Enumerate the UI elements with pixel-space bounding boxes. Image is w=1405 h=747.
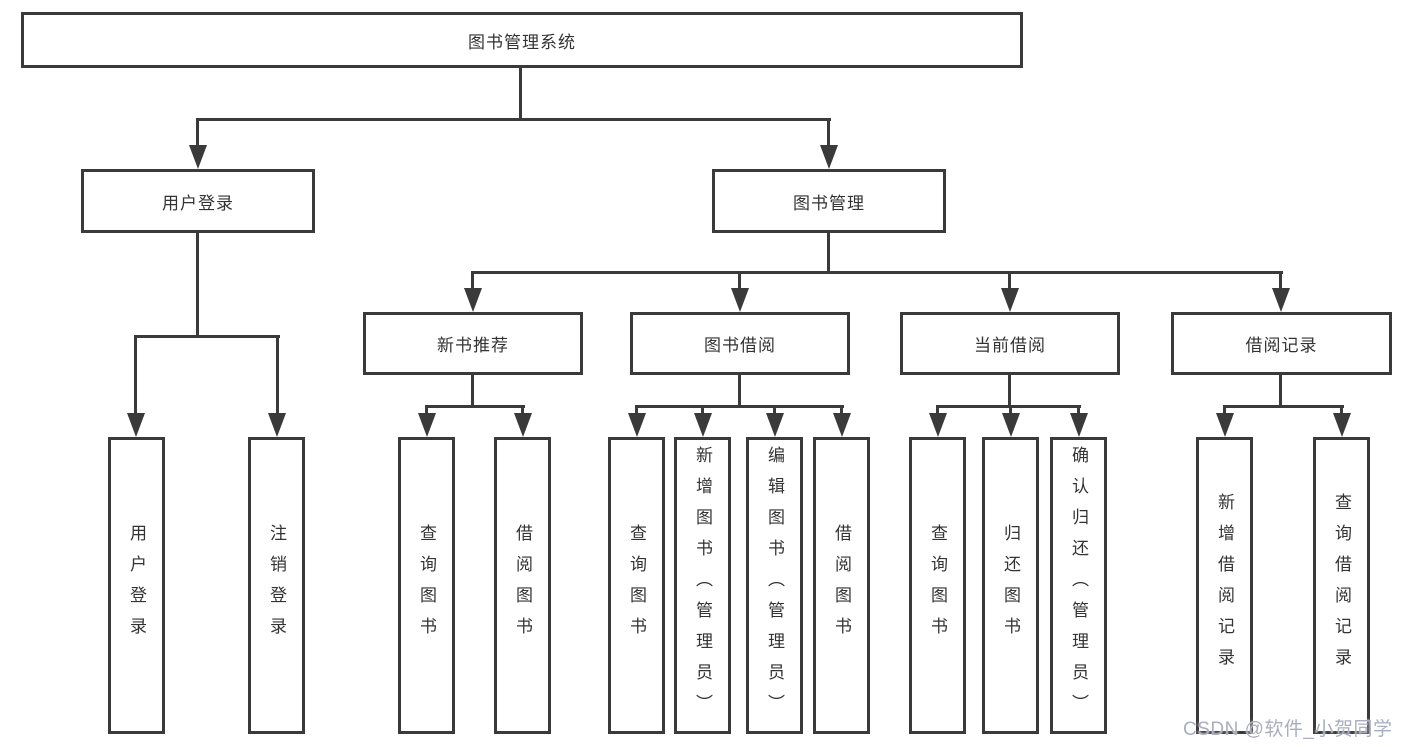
leaf-query-books-borrow: 查询图书 bbox=[608, 437, 665, 734]
leaf-label: 查询图书 bbox=[928, 523, 947, 648]
arrow-down-icon bbox=[820, 145, 838, 169]
connector-stub bbox=[1009, 405, 1012, 417]
arrow-down-icon bbox=[1070, 413, 1088, 437]
connector-to-user-login bbox=[196, 118, 199, 148]
leaf-return-books: 归还图书 bbox=[982, 437, 1039, 734]
leaf-label: 编辑图书（管理员） bbox=[765, 446, 784, 725]
arrow-down-icon bbox=[731, 288, 749, 312]
arrow-down-icon bbox=[694, 413, 712, 437]
connector-book-borrow-split bbox=[635, 405, 844, 408]
node-user-login: 用户登录 bbox=[81, 169, 315, 233]
arrow-down-icon bbox=[929, 413, 947, 437]
leaf-query-books-recommend: 查询图书 bbox=[398, 437, 455, 734]
connector-stub bbox=[1223, 405, 1226, 417]
leaf-user-login: 用户登录 bbox=[108, 437, 165, 734]
leaf-label: 注销登录 bbox=[267, 523, 286, 648]
leaf-borrow-books: 借阅图书 bbox=[813, 437, 870, 734]
leaf-label: 用户登录 bbox=[127, 523, 146, 648]
node-book-management: 图书管理 bbox=[712, 169, 946, 233]
leaf-label: 新增借阅记录 bbox=[1215, 492, 1234, 679]
connector-to-book-management bbox=[827, 118, 830, 148]
node-current-borrow: 当前借阅 bbox=[900, 312, 1120, 375]
arrow-down-icon bbox=[514, 413, 532, 437]
connector-stub bbox=[521, 405, 524, 417]
connector-borrow-records-stem bbox=[1279, 373, 1282, 408]
arrow-down-icon bbox=[628, 413, 646, 437]
connector-to-leaf-user-login bbox=[134, 335, 137, 415]
arrow-down-icon bbox=[766, 413, 784, 437]
node-borrow-records: 借阅记录 bbox=[1171, 312, 1392, 375]
leaf-label: 查询图书 bbox=[627, 523, 646, 648]
leaf-label: 归还图书 bbox=[1001, 523, 1020, 648]
connector-new-book-stem bbox=[471, 373, 474, 408]
csdn-watermark: CSDN @软件_小贺同学 bbox=[1183, 719, 1393, 740]
leaf-query-books-current: 查询图书 bbox=[909, 437, 966, 734]
node-new-book-recommend: 新书推荐 bbox=[363, 312, 583, 375]
arrow-down-icon bbox=[1002, 413, 1020, 437]
connector-to-new-book bbox=[471, 271, 474, 292]
connector-borrow-records-split bbox=[1223, 405, 1344, 408]
leaf-query-borrow-record: 查询借阅记录 bbox=[1313, 437, 1370, 734]
leaf-label: 确认归还（管理员） bbox=[1069, 446, 1088, 725]
connector-stub bbox=[1077, 405, 1080, 417]
connector-to-leaf-logout bbox=[276, 335, 279, 415]
arrow-down-icon bbox=[1216, 413, 1234, 437]
arrow-down-icon bbox=[268, 413, 286, 437]
connector-to-borrow-records bbox=[1279, 271, 1282, 292]
connector-root-stem bbox=[519, 68, 522, 120]
leaf-edit-books-admin: 编辑图书（管理员） bbox=[746, 437, 803, 734]
connector-stub bbox=[1340, 405, 1343, 417]
leaf-logout: 注销登录 bbox=[248, 437, 305, 734]
connector-stub bbox=[840, 405, 843, 417]
connector-root-split bbox=[196, 118, 831, 121]
leaf-add-books-admin: 新增图书（管理员） bbox=[674, 437, 731, 734]
connector-stub bbox=[936, 405, 939, 417]
connector-stub bbox=[773, 405, 776, 417]
connector-book-mgmt-split bbox=[471, 271, 1283, 274]
connector-to-book-borrow bbox=[738, 271, 741, 292]
arrow-down-icon bbox=[1001, 288, 1019, 312]
connector-stub bbox=[635, 405, 638, 417]
connector-user-login-split bbox=[134, 335, 280, 338]
leaf-label: 查询借阅记录 bbox=[1332, 492, 1351, 679]
node-library-system-root: 图书管理系统 bbox=[21, 12, 1023, 68]
connector-book-mgmt-stem bbox=[827, 232, 830, 274]
leaf-label: 新增图书（管理员） bbox=[693, 446, 712, 725]
leaf-label: 查询图书 bbox=[417, 523, 436, 648]
leaf-confirm-return-admin: 确认归还（管理员） bbox=[1050, 437, 1107, 734]
connector-stub bbox=[701, 405, 704, 417]
connector-current-borrow-split bbox=[936, 405, 1081, 408]
connector-user-login-stem bbox=[196, 232, 199, 337]
leaf-label: 借阅图书 bbox=[513, 523, 532, 648]
arrow-down-icon bbox=[464, 288, 482, 312]
connector-book-borrow-stem bbox=[738, 373, 741, 408]
leaf-borrow-books-recommend: 借阅图书 bbox=[494, 437, 551, 734]
arrow-down-icon bbox=[127, 413, 145, 437]
arrow-down-icon bbox=[1333, 413, 1351, 437]
arrow-down-icon bbox=[833, 413, 851, 437]
arrow-down-icon bbox=[189, 145, 207, 169]
connector-current-borrow-stem bbox=[1008, 373, 1011, 408]
leaf-label: 借阅图书 bbox=[832, 523, 851, 648]
node-book-borrow: 图书借阅 bbox=[630, 312, 850, 375]
leaf-add-borrow-record: 新增借阅记录 bbox=[1196, 437, 1253, 734]
connector-stub bbox=[425, 405, 428, 417]
connector-new-book-split bbox=[425, 405, 525, 408]
arrow-down-icon bbox=[1272, 288, 1290, 312]
connector-to-current-borrow bbox=[1008, 271, 1011, 292]
arrow-down-icon bbox=[418, 413, 436, 437]
